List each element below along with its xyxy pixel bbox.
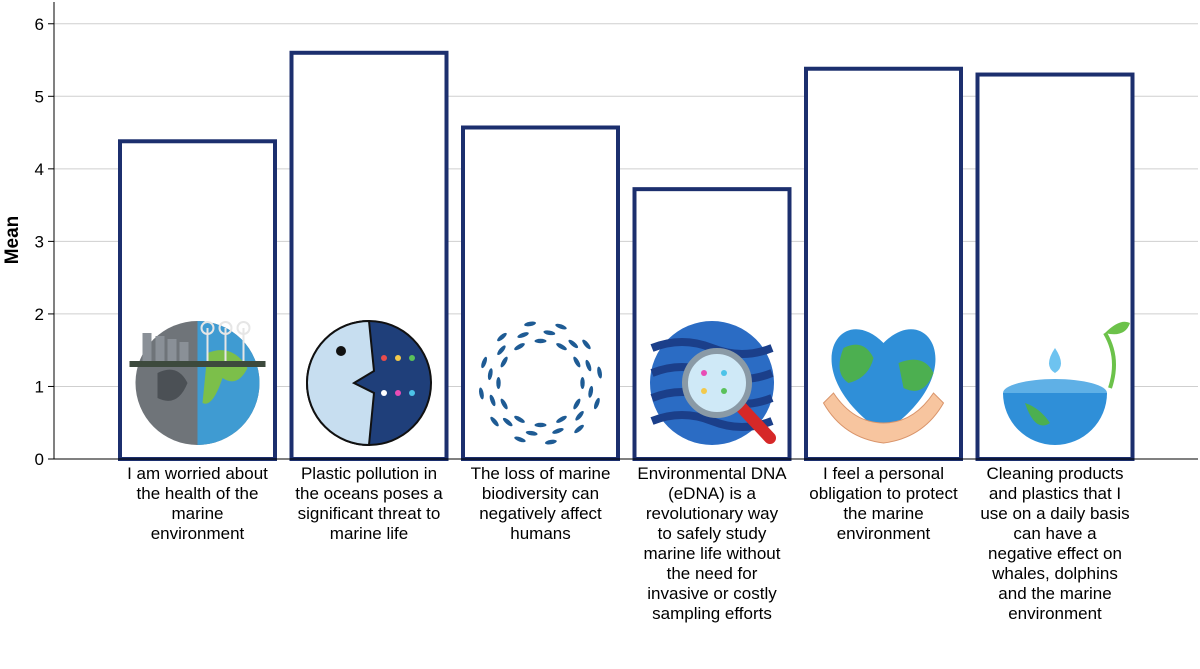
bar-icons: [129, 319, 1130, 447]
axes: [53, 2, 1198, 460]
y-axis-label: Mean: [2, 216, 23, 265]
y-tick-label: 3: [35, 232, 44, 251]
y-tick-label: 0: [35, 450, 44, 469]
x-tick-label: The loss of marine biodiversity can nega…: [470, 464, 611, 543]
x-tick-label: Cleaning products and plastics that I us…: [980, 464, 1130, 623]
y-tick-label: 1: [35, 377, 44, 396]
x-tick-label: Plastic pollution in the oceans poses a …: [295, 464, 443, 543]
y-tick-label: 6: [35, 15, 44, 34]
y-tick-labels: 0 1 2 3 4 5 6: [35, 15, 44, 469]
globe-magnifier-icon: [650, 321, 776, 445]
y-tick-label: 5: [35, 87, 44, 106]
y-tick-label: 4: [35, 160, 44, 179]
fish-eating-plastic-icon: [306, 319, 432, 447]
bar: [461, 125, 620, 461]
water-drop-earth-icon: [1003, 321, 1130, 445]
x-tick-label: I am worried about the health of the mar…: [127, 464, 268, 543]
heart-earth-hands-icon: [822, 329, 945, 444]
x-tick-label: Environmental DNA (eDNA) is a revolution…: [637, 464, 787, 623]
fish-school-icon: [479, 321, 602, 445]
y-tick-label: 2: [35, 305, 44, 324]
x-tick-label: I feel a personal obligation to protect …: [809, 464, 958, 543]
bars: [118, 50, 1135, 462]
industry-earth-icon: [129, 321, 266, 445]
